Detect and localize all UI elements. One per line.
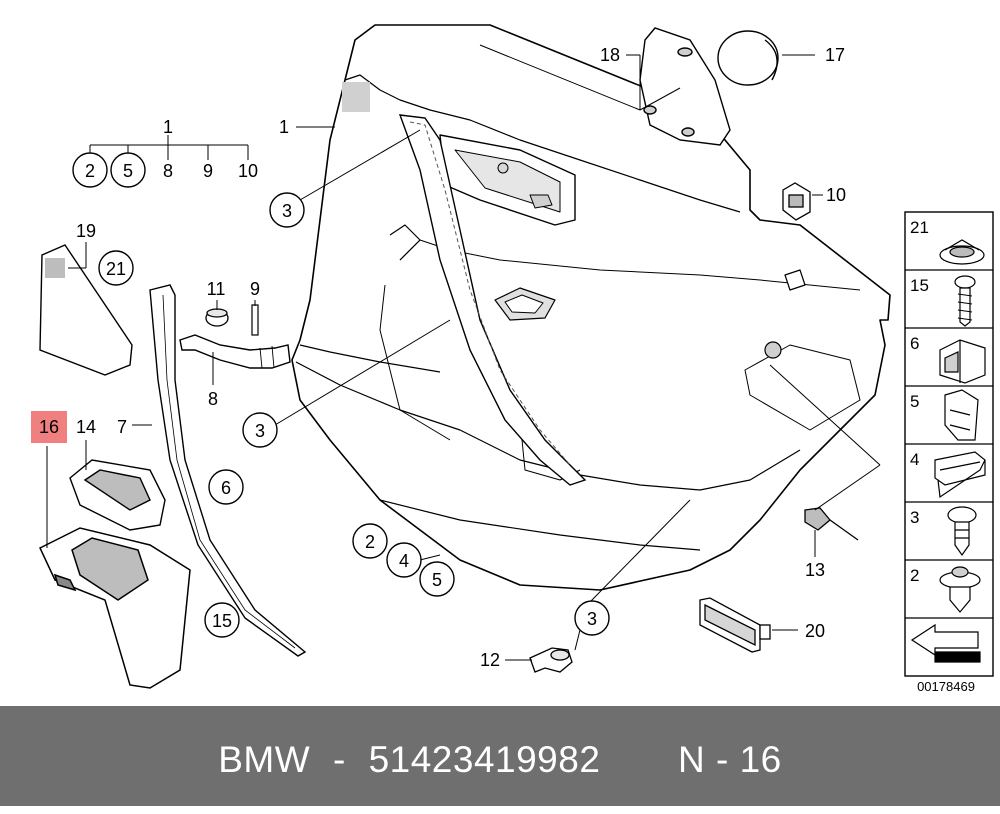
catalog-number: 00178469 — [917, 679, 975, 694]
callout-13: 13 — [805, 560, 825, 580]
callout-17: 17 — [825, 45, 845, 65]
highlight-box-16 — [31, 411, 67, 443]
callout-15: 15 — [212, 611, 232, 631]
direction-arrow-icon — [910, 623, 981, 663]
courtesy-light-20 — [699, 597, 771, 653]
callout-6: 6 — [221, 478, 231, 498]
legend-num-2: 6 — [910, 334, 919, 353]
spring-clip-icon — [944, 389, 979, 441]
callout-2-top: 2 — [85, 161, 95, 181]
footer-title: BMW - 51423419982 N - 16 — [0, 706, 1000, 806]
small-clip-10 — [782, 182, 811, 221]
speaker-cover — [639, 27, 731, 146]
callout-labels: 1 1 2 5 8 9 10 3 3 3 18 17 10 19 21 11 9… — [31, 45, 846, 670]
callout-4-bottom: 4 — [399, 551, 409, 571]
screw-icon — [954, 275, 976, 327]
callout-16: 16 — [39, 417, 59, 437]
callout-12: 12 — [480, 650, 500, 670]
fastener-12 — [529, 647, 573, 673]
storage-bin — [39, 527, 191, 689]
footer-bar: BMW - 51423419982 N - 16 — [0, 706, 1000, 806]
callout-5-top: 5 — [123, 161, 133, 181]
fastener-legend: 21 15 6 5 4 3 2 — [904, 211, 994, 694]
callout-19: 19 — [76, 221, 96, 241]
legend-num-5: 3 — [910, 508, 919, 527]
callout-11: 11 — [207, 279, 226, 299]
push-pin-icon — [947, 506, 977, 557]
callout-7: 7 — [117, 417, 127, 437]
callout-3-c: 3 — [587, 609, 597, 629]
retaining-clip-icon — [934, 451, 986, 499]
legend-num-3: 5 — [910, 392, 919, 411]
callout-21: 21 — [106, 259, 126, 279]
leader-lines — [46, 44, 881, 661]
clip-nut-icon — [939, 339, 986, 384]
round-cap — [717, 30, 779, 86]
speaker-grille-panel — [39, 244, 133, 376]
callout-10-right: 10 — [826, 185, 846, 205]
legend-num-6: 2 — [910, 566, 919, 585]
legend-num-1: 15 — [910, 276, 929, 295]
door-trim-panel — [291, 24, 891, 591]
callout-18: 18 — [600, 45, 620, 65]
small-cap-11 — [205, 308, 229, 327]
legend-num-4: 4 — [910, 450, 919, 469]
callout-1-top: 1 — [163, 117, 173, 137]
callout-5-bottom: 5 — [432, 570, 442, 590]
callout-20: 20 — [805, 621, 825, 641]
callout-8-top: 8 — [163, 161, 173, 181]
door-trim-exploded-diagram: 1 1 2 5 8 9 10 3 3 3 18 17 10 19 21 11 9… — [31, 24, 994, 694]
position-number: N - 16 — [677, 739, 782, 780]
expanding-rivet-icon — [939, 566, 981, 613]
brand-name: BMW — [218, 739, 311, 780]
callout-2-bottom: 2 — [365, 532, 375, 552]
callout-1-left: 1 — [279, 117, 289, 137]
callout-9-mid: 9 — [250, 279, 260, 299]
grab-handle-trim — [398, 114, 587, 486]
callout-9-top: 9 — [203, 161, 213, 181]
door-handle — [179, 334, 291, 369]
callout-14: 14 — [76, 417, 96, 437]
callout-8-mid: 8 — [208, 389, 218, 409]
legend-num-0: 21 — [910, 218, 929, 237]
rivet-nut-icon — [939, 239, 985, 265]
pin-9 — [251, 304, 259, 336]
callout-3-b: 3 — [255, 421, 265, 441]
pocket-insert — [69, 459, 166, 531]
long-curved-trim — [149, 284, 307, 657]
part-number: 51423419982 — [368, 739, 601, 780]
callout-3-a: 3 — [282, 201, 292, 221]
callout-10-top: 10 — [238, 161, 258, 181]
footer-dash: - — [332, 739, 346, 780]
door-light-13 — [804, 507, 859, 541]
